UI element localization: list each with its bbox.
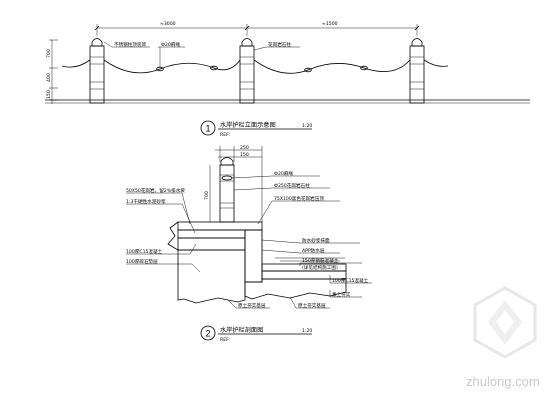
title-1-text: 水岸护栏立面示意图 [220, 121, 276, 129]
left-fill [177, 249, 246, 304]
watermark-text: zhulong.com [466, 374, 540, 389]
section-right-label-6: 150厚钢筋混凝土 [302, 257, 339, 264]
section-right-label-9: 素土夯实 [332, 291, 351, 298]
section-bottom-label-2: 原土夯实基层 [298, 302, 326, 309]
title-1-number: 1 [206, 124, 211, 134]
section-right-label-3: 75X100黑色花岗岩压顶 [274, 195, 324, 202]
post-middle [239, 38, 255, 104]
vdim-400: 400 [46, 73, 52, 82]
section-right-callouts: Ф20麻绳 Ф250花岗岩石柱 75X100黑色花岗岩压顶 防水砂浆抹面 APP… [231, 170, 372, 298]
section-left-label-4: 100厚碎石垫层 [126, 258, 158, 265]
dim-left-text: ≈3000 [160, 21, 176, 27]
dim-right-text: ≈1500 [322, 21, 338, 27]
title-2-number: 2 [206, 329, 211, 339]
vdim-150: 150 [46, 90, 52, 99]
post-left [89, 38, 105, 104]
section-right-label-8: 100厚C15混凝土 [332, 277, 369, 284]
section-right-label-4: 防水砂浆抹面 [302, 237, 330, 244]
section-left-label-1: 50X50花岗岩，留2%排水坡 [126, 187, 185, 194]
elevation-drawing: ≈3000 ≈1500 700 400 150 [45, 21, 530, 104]
section-bottom-label-1: 原土夯实基层 [238, 302, 266, 309]
vdim-700: 700 [46, 49, 52, 58]
lower-fill [244, 278, 347, 300]
section-drawing: 250 150 700 [126, 145, 372, 309]
label-rope: Ф20麻绳 [161, 41, 180, 48]
title-2-text: 水岸护栏剖面图 [220, 326, 263, 334]
elevation-dimension: ≈3000 ≈1500 [94, 21, 420, 36]
section-dim-150: 150 [240, 152, 249, 158]
post-right [409, 38, 425, 104]
label-post-cap: 不锈钢柱顶装饰 [114, 41, 147, 48]
section-right-label-2: Ф250花岗岩石柱 [274, 182, 310, 189]
rope [61, 59, 449, 74]
title-2-scale: 1:20 [302, 328, 312, 334]
title-1-ref: REF: [220, 132, 230, 138]
section-dim-700: 700 [204, 191, 210, 200]
section-bottom-callouts: 原土夯实基层 原土夯实基层 [227, 296, 330, 309]
section-right-label-1: Ф20麻绳 [274, 170, 293, 177]
title-2-ref: REF: [220, 337, 230, 343]
section-left-label-3: 100厚C15混凝土 [126, 248, 163, 255]
title-1-scale: 1:20 [302, 123, 312, 129]
section-right-label-7: (详见结构施工图) [302, 264, 338, 271]
section-dim-250: 250 [240, 145, 249, 151]
section-left-label-2: 1:3干硬性水泥砂浆 [126, 198, 166, 205]
section-right-label-5: APP防水层 [302, 247, 325, 254]
title-block-1: 1 水岸护栏立面示意图 1:20 REF: [200, 120, 312, 138]
label-post: 花岗岩石柱 [268, 41, 291, 48]
title-block-2: 2 水岸护栏剖面图 1:20 REF: [200, 325, 312, 343]
watermark-logo-icon [473, 286, 537, 359]
section-left-callouts: 50X50花岗岩，留2%排水坡 1:3干硬性水泥砂浆 100厚C15混凝土 10… [126, 187, 201, 273]
watermark: zhulong.com [466, 286, 540, 389]
section-dimensions: 250 150 700 [204, 145, 263, 222]
